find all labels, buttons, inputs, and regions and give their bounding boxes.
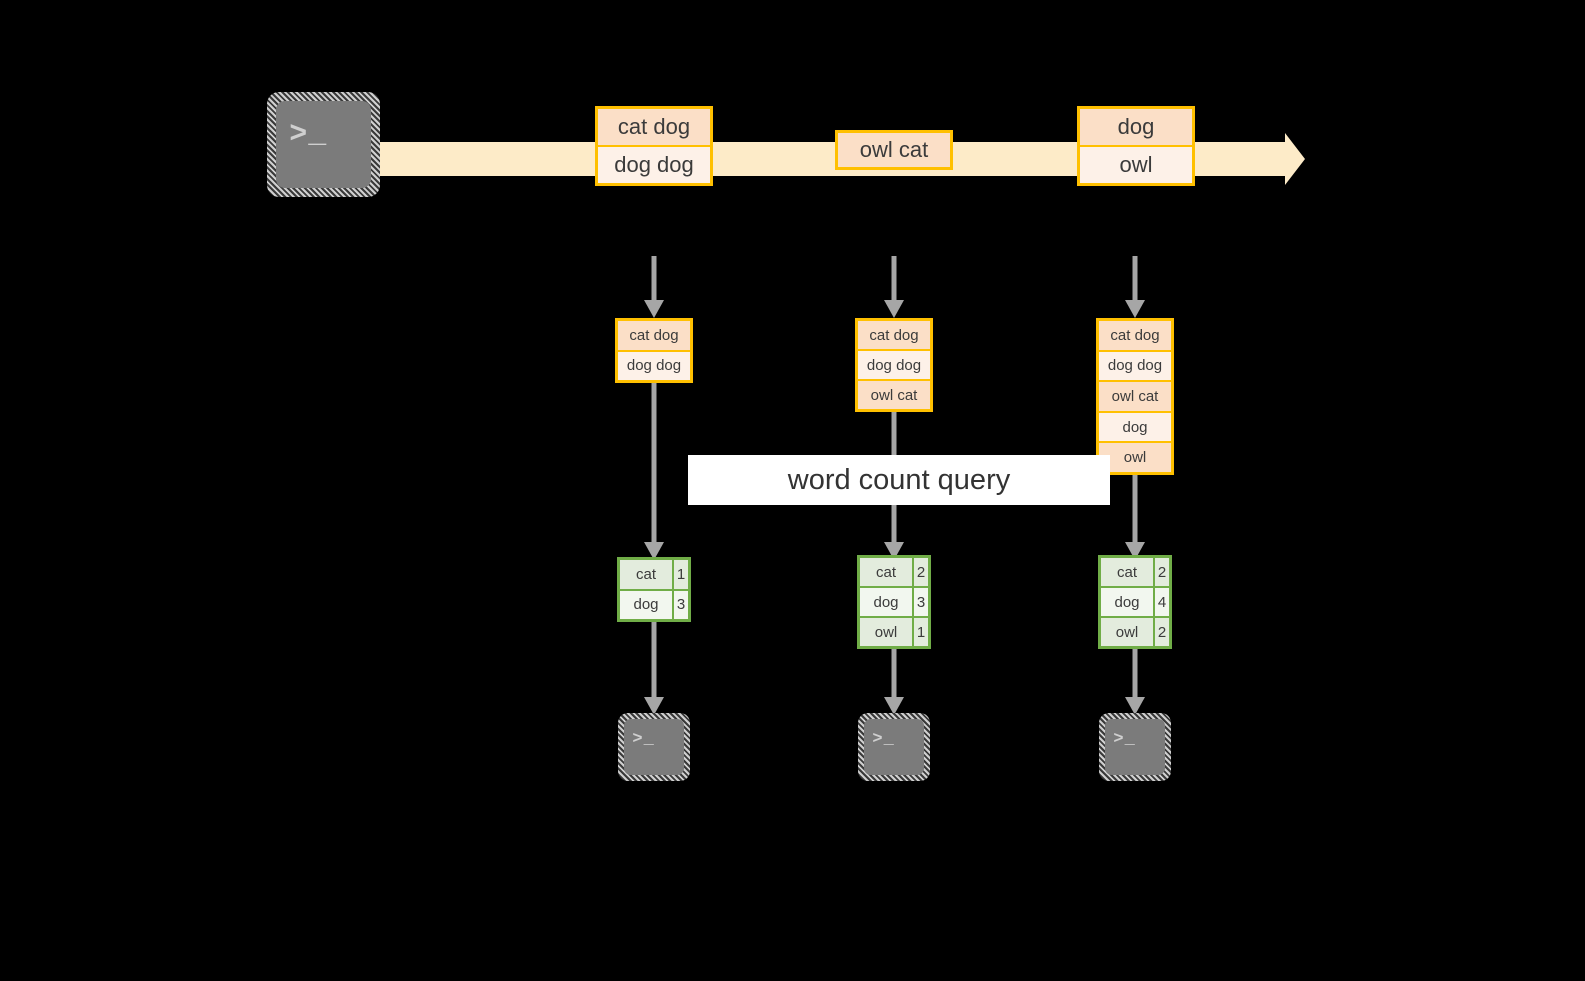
snapshot-2-result-table[interactable]: cat 2 dog 3 owl 1 [857,555,931,649]
stream-message-line: dog [1080,109,1192,147]
terminal-screen: >_ [276,101,371,188]
result-count: 2 [914,558,928,586]
stream-message-line: owl cat [838,133,950,167]
snapshot-1-sink-terminal-icon[interactable]: >_ [618,713,690,781]
query-arrow-3 [1124,475,1146,560]
arrow-head [644,300,664,318]
snapshot-input-line: owl cat [858,381,930,409]
snapshot-2-sink-terminal-icon[interactable]: >_ [858,713,930,781]
snapshot-input-line: owl cat [1099,382,1171,413]
result-count: 2 [1155,618,1169,646]
result-row: dog 3 [620,590,688,619]
snapshot-input-line: owl [1099,443,1171,472]
query-arrow-1 [643,383,665,560]
arrow-head [644,542,664,560]
stream-message-line: owl [1080,147,1192,183]
arrow-shaft [891,256,897,302]
result-count: 2 [1155,558,1169,586]
snapshot-input-line: dog dog [1099,351,1171,383]
result-to-sink-arrow-2 [883,649,905,715]
result-row: dog 3 [860,588,928,618]
result-row: cat 2 [860,558,928,588]
snapshot-input-line: cat dog [618,321,690,352]
stream-arrowhead [1285,133,1305,185]
snapshot-input-line: cat dog [1099,321,1171,352]
result-count: 3 [914,588,928,616]
result-row: owl 2 [1101,618,1169,646]
arrow-shaft [651,622,657,698]
snapshot-1-result-table[interactable]: cat 1 dog 3 [617,557,691,622]
snapshot-3-input-stack[interactable]: cat dog dog dog owl cat dog owl [1096,318,1174,475]
arrow-shaft [651,256,657,302]
terminal-screen: >_ [624,719,684,775]
stream-message-line: dog dog [598,147,710,183]
result-to-sink-arrow-3 [1124,649,1146,715]
stream-message-line: cat dog [598,109,710,147]
snapshot-input-line: dog [1099,412,1171,444]
result-word: cat [1101,558,1155,586]
arrow-shaft [1132,649,1138,698]
result-word: owl [1101,618,1155,646]
query-label: word count query [787,463,1011,496]
result-word: cat [620,560,674,589]
result-row: owl 1 [860,618,928,646]
stream-to-snapshot-arrow-3 [1124,256,1146,318]
stream-to-snapshot-arrow-1 [643,256,665,318]
terminal-prompt: >_ [289,118,328,153]
snapshot-input-line: cat dog [858,321,930,351]
result-count: 1 [914,618,928,646]
result-row: cat 1 [620,560,688,591]
stream-message-group-2[interactable]: owl cat [835,130,953,170]
query-label-band: word count query [688,455,1110,505]
terminal-screen: >_ [864,719,924,775]
result-to-sink-arrow-1 [643,622,665,715]
arrow-shaft [891,649,897,698]
arrow-head [644,697,664,715]
result-word: cat [860,558,914,586]
arrow-head [884,697,904,715]
snapshot-3-sink-terminal-icon[interactable]: >_ [1099,713,1171,781]
result-word: dog [620,590,674,619]
arrow-head [1125,300,1145,318]
snapshot-2-input-stack[interactable]: cat dog dog dog owl cat [855,318,933,412]
arrow-shaft [1132,256,1138,302]
terminal-prompt: >_ [872,730,895,750]
arrow-shaft [651,383,657,543]
result-row: cat 2 [1101,558,1169,588]
stream-message-group-3[interactable]: dog owl [1077,106,1195,186]
snapshot-input-line: dog dog [618,351,690,380]
result-word: dog [860,588,914,616]
snapshot-3-result-table[interactable]: cat 2 dog 4 owl 2 [1098,555,1172,649]
result-row: dog 4 [1101,588,1169,618]
terminal-prompt: >_ [632,730,655,750]
result-word: dog [1101,588,1155,616]
snapshot-1-input-stack[interactable]: cat dog dog dog [615,318,693,383]
result-count: 4 [1155,588,1169,616]
result-count: 3 [674,590,688,619]
terminal-prompt: >_ [1113,730,1136,750]
result-count: 1 [674,560,688,589]
terminal-screen: >_ [1105,719,1165,775]
arrow-shaft [1132,475,1138,543]
result-word: owl [860,618,914,646]
arrow-head [1125,697,1145,715]
source-terminal-icon[interactable]: >_ [267,92,380,197]
arrow-head [884,300,904,318]
snapshot-input-line: dog dog [858,351,930,381]
stream-to-snapshot-arrow-2 [883,256,905,318]
stream-message-group-1[interactable]: cat dog dog dog [595,106,713,186]
